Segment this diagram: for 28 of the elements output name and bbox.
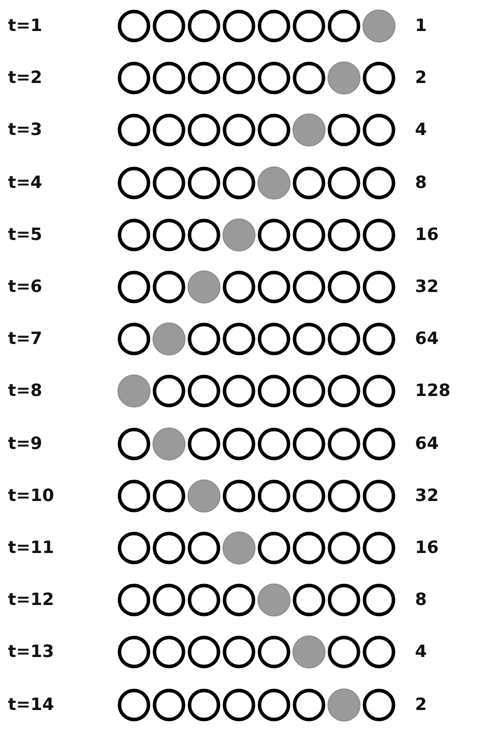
time-label: t=11 (8, 538, 54, 558)
value-label: 8 (415, 172, 427, 193)
value-label: 2 (415, 694, 427, 715)
value-label: 64 (415, 329, 439, 350)
value-label: 128 (415, 381, 450, 402)
value-label: 64 (415, 434, 439, 454)
time-label: t=14 (8, 694, 54, 715)
value-label: 8 (415, 590, 427, 610)
time-label: t=6 (8, 277, 42, 297)
time-label: t=9 (8, 434, 42, 454)
time-label: t=1 (8, 16, 42, 36)
value-label: 4 (415, 120, 427, 140)
time-label: t=5 (8, 224, 42, 245)
time-label: t=8 (8, 381, 42, 402)
time-label: t=2 (8, 68, 42, 88)
time-label: t=12 (8, 590, 54, 610)
value-label: 2 (415, 68, 427, 88)
time-label: t=3 (8, 120, 42, 140)
time-label: t=13 (8, 642, 54, 662)
value-label: 16 (415, 538, 439, 558)
time-label: t=7 (8, 329, 42, 350)
value-label: 32 (415, 486, 439, 506)
time-label: t=10 (8, 486, 54, 506)
value-label: 16 (415, 224, 439, 245)
value-label: 1 (415, 16, 427, 36)
value-label: 4 (415, 642, 427, 662)
time-label: t=4 (8, 172, 42, 193)
value-label: 32 (415, 277, 439, 297)
